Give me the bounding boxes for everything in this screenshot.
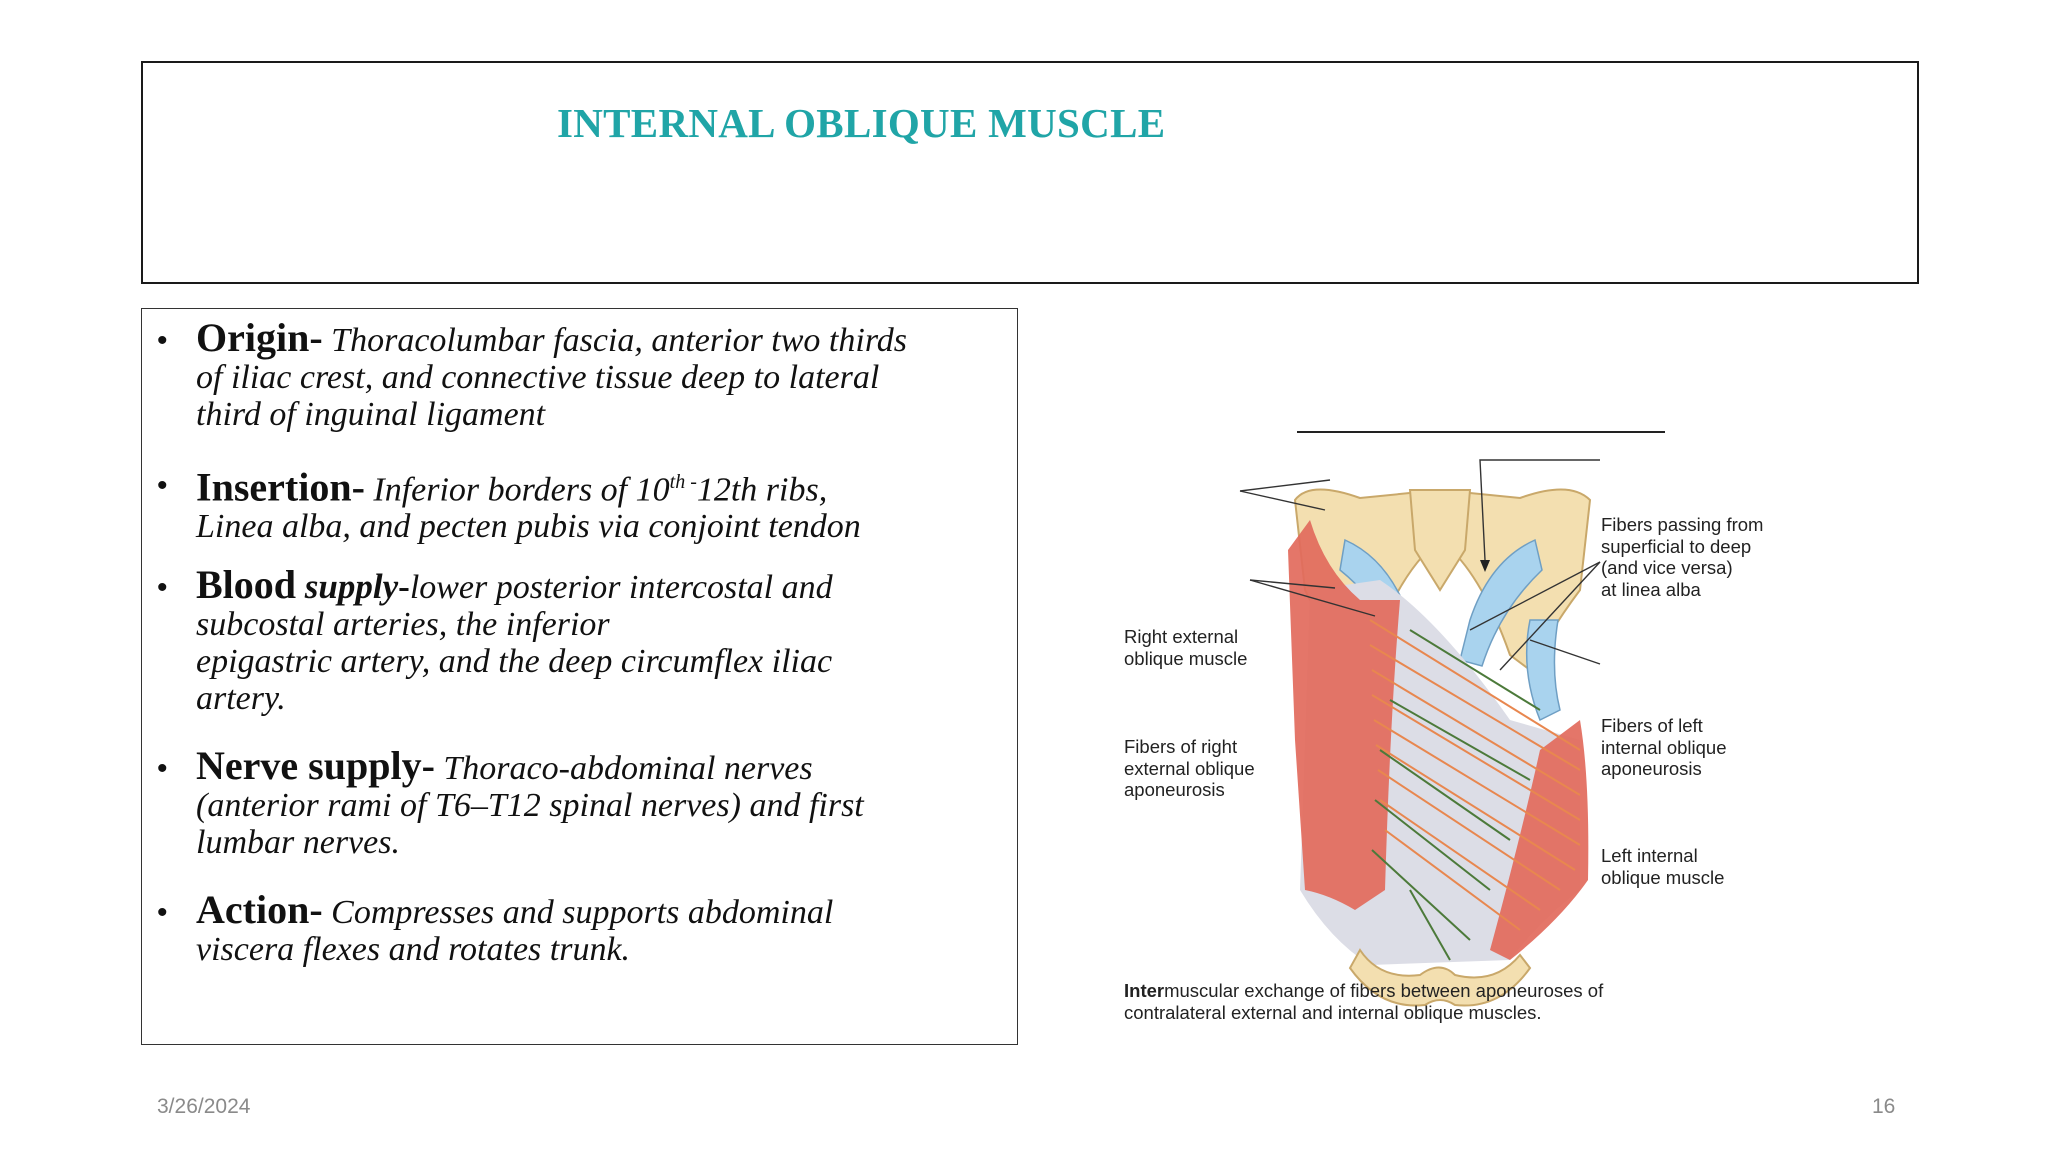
bullet-dot: • [157, 324, 168, 357]
abdominal-muscle-figure [1239, 431, 1665, 1007]
title-box: INTERNAL OBLIQUE MUSCLE [141, 61, 1919, 284]
bullet-label: Blood [196, 562, 297, 607]
bullet-label: Action- [196, 887, 323, 932]
bullet-text: Blood supply-lower posterior intercostal… [196, 562, 833, 718]
footer-page-number: 16 [1872, 1095, 1896, 1118]
label-right-external-oblique: Right external oblique muscle [1124, 626, 1248, 669]
bullet-text: Action- Compresses and supports abdomina… [196, 887, 834, 969]
bullet-text: Origin- Thoracolumbar fascia, anterior t… [196, 315, 908, 434]
pelvis [1348, 948, 1532, 1007]
bullet-label: Insertion- [196, 464, 365, 510]
figure-caption: Intermuscular exchange of fibers between… [1124, 980, 1604, 1023]
bullet-dot: • [157, 469, 168, 502]
leader-lines [1239, 459, 1601, 671]
bullet-dot: • [157, 752, 168, 785]
label-fibers-left-internal: Fibers of left internal oblique aponeuro… [1601, 715, 1727, 779]
right-external-oblique [1288, 520, 1400, 910]
label-left-internal-oblique: Left internal oblique muscle [1601, 845, 1725, 888]
label-fibers-passing: Fibers passing from superficial to deep … [1601, 514, 1764, 600]
footer-date: 3/26/2024 [157, 1095, 251, 1118]
bullet-dot: • [157, 571, 168, 604]
fibers-orange [1369, 619, 1581, 931]
content-box: • Origin- Thoracolumbar fascia, anterior… [141, 308, 1018, 1045]
arrow-head [1480, 560, 1490, 572]
slide-title: INTERNAL OBLIQUE MUSCLE [557, 100, 1166, 146]
bullet-label: Nerve supply- [196, 743, 435, 788]
fibers-green [1371, 629, 1541, 961]
bullet-text: Nerve supply- Thoraco-abdominal nerves (… [196, 743, 864, 862]
bullet-dot: • [157, 896, 168, 929]
label-fibers-right-external: Fibers of right external oblique aponeur… [1124, 736, 1255, 800]
bullet-label: Origin- [196, 315, 323, 360]
left-internal-oblique [1490, 720, 1589, 960]
bullet-text: Insertion- Inferior borders of 10th -12t… [196, 464, 861, 546]
